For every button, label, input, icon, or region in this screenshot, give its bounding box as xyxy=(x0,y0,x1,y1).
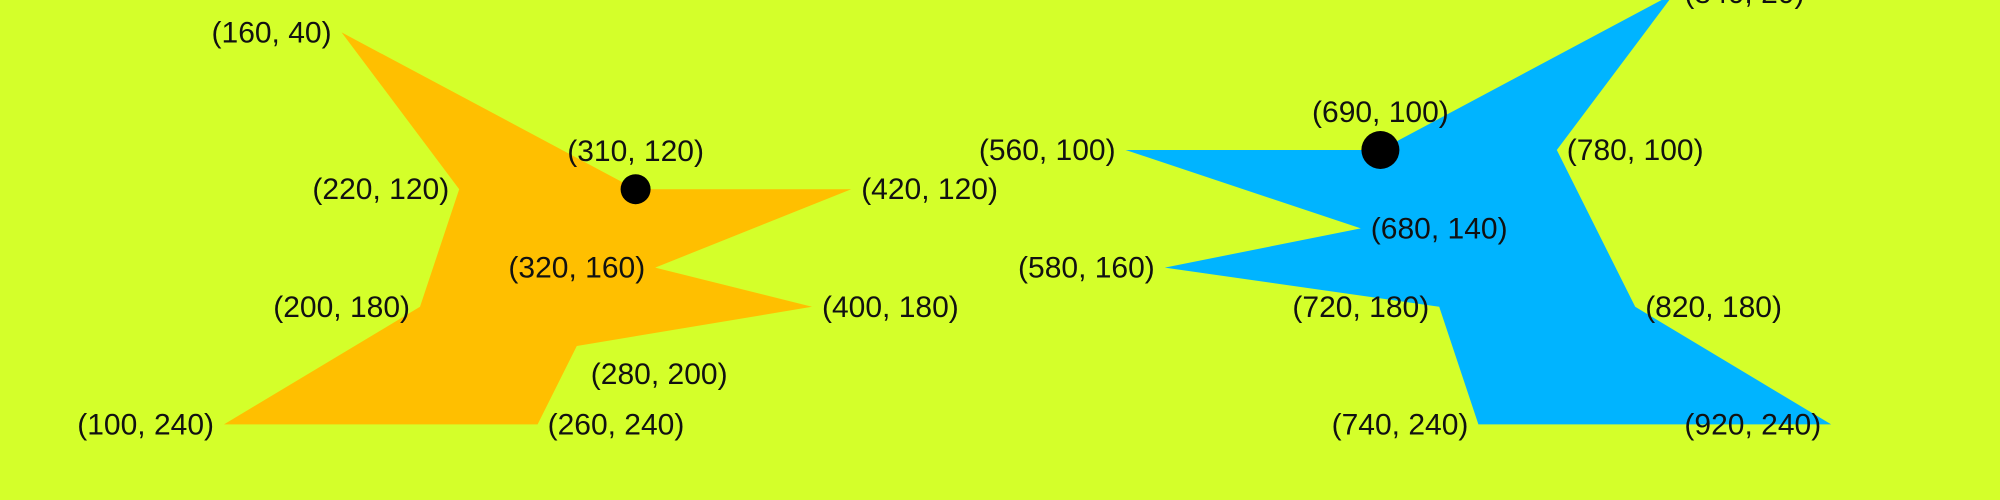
vertex-label: (580, 160) xyxy=(1018,252,1155,285)
left-shape xyxy=(224,32,852,425)
vertex-label: (100, 240) xyxy=(77,408,214,441)
vertex-label: (820, 180) xyxy=(1645,291,1782,324)
vertex-label: (690, 100) xyxy=(1312,96,1449,129)
vertex-label: (780, 100) xyxy=(1567,134,1704,167)
vertex-label: (220, 120) xyxy=(312,173,449,206)
vertex-label: (200, 180) xyxy=(273,291,410,324)
vertex-label: (920, 240) xyxy=(1684,408,1821,441)
right-shape-center-dot xyxy=(1361,131,1400,169)
vertex-label: (560, 100) xyxy=(979,134,1116,167)
vertex-label: (840, 20) xyxy=(1684,0,1804,10)
left-shape-center-dot xyxy=(620,174,651,205)
right-shape xyxy=(1125,0,1832,425)
vertex-labels-layer: (160, 40) (220, 120) (310, 120) (420, 120) (… xyxy=(77,0,1821,441)
vertex-label: (310, 120) xyxy=(567,135,704,168)
vertex-label: (680, 140) xyxy=(1371,212,1508,245)
vertex-label: (320, 160) xyxy=(508,252,645,285)
vertex-label: (420, 120) xyxy=(861,173,998,206)
vertex-label: (720, 180) xyxy=(1292,291,1429,324)
vertex-label: (280, 200) xyxy=(591,358,728,391)
vertex-label: (260, 240) xyxy=(548,408,685,441)
centroid-dots-layer xyxy=(620,131,1400,205)
shapes-layer xyxy=(224,0,1832,425)
vertex-label: (400, 180) xyxy=(822,291,959,324)
vertex-label: (160, 40) xyxy=(212,16,332,49)
vertex-label: (740, 240) xyxy=(1332,408,1469,441)
